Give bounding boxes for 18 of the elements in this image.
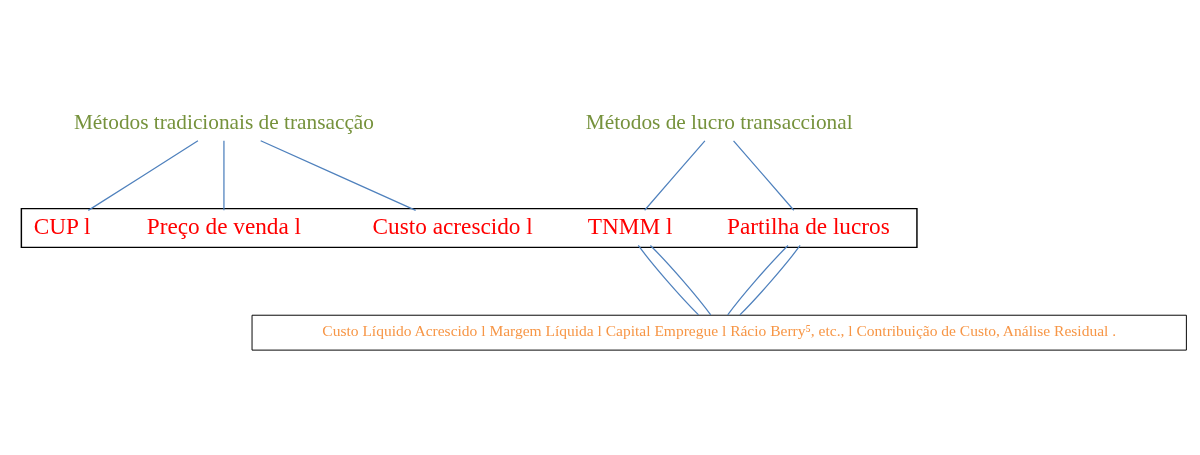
node-text: Preço de venda l bbox=[146, 212, 302, 239]
connector bbox=[644, 139, 706, 211]
connector bbox=[260, 139, 417, 211]
node-text: Métodos de lucro transaccional bbox=[585, 109, 853, 134]
cluster bbox=[20, 207, 918, 248]
node-text: CUP l bbox=[33, 212, 91, 239]
node-text: Custo acrescido l bbox=[372, 212, 533, 239]
node-text: Métodos tradicionais de transacção bbox=[73, 109, 374, 134]
connector bbox=[727, 244, 789, 316]
connector bbox=[732, 139, 795, 211]
connector bbox=[637, 244, 700, 316]
connector bbox=[87, 139, 199, 211]
connector bbox=[649, 244, 712, 316]
connector bbox=[739, 244, 801, 316]
connector bbox=[223, 139, 225, 211]
node-box: Custo Líquido Acrescido l Margem Líquida l Capital Empregue l Rácio Berry⁵, etc., l Contribuição de Custo, Análise Residual . bbox=[251, 314, 1187, 351]
node-text: TNMM l bbox=[587, 212, 673, 239]
node-text: Partilha de lucros bbox=[727, 212, 890, 239]
